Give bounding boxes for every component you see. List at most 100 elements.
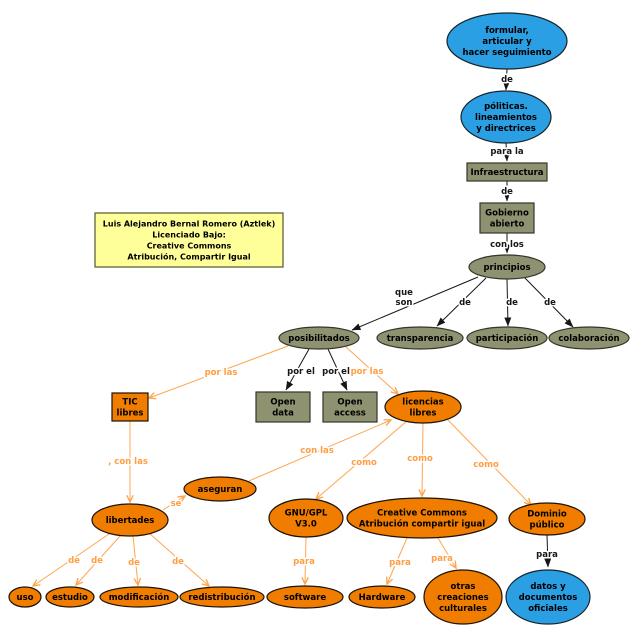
transparencia-shape[interactable] — [376, 326, 464, 350]
edge-line-politicas-to-infraestructura — [503, 142, 511, 162]
estudio-shape[interactable] — [45, 586, 95, 608]
edge-line-licencias-libres-to-dominio-publico — [446, 418, 533, 507]
libertades-label: libertades — [106, 516, 155, 526]
edge-line-principios-to-colaboracion — [523, 276, 574, 328]
edge-label-licencias-libres-to-dominio-publico: como — [473, 460, 499, 470]
formular-shape[interactable] — [446, 12, 568, 70]
software-shape[interactable] — [266, 585, 344, 609]
uso-shape[interactable] — [8, 586, 42, 608]
redistribucion-shape[interactable] — [179, 586, 265, 608]
participacion-label: participación — [476, 333, 539, 344]
gobierno-abierto-shape[interactable] — [479, 202, 535, 234]
edge-line-licencias-libres-to-gnu-gpl — [314, 420, 408, 501]
gnu-gpl-shape[interactable] — [268, 498, 344, 538]
edge-line-libertades-to-aseguran — [162, 495, 187, 511]
edge-label-libertades-to-modificacion: de — [128, 558, 140, 568]
posibilitados-shape[interactable] — [278, 326, 360, 350]
edge-line-creative-commons-to-otras-creaciones — [437, 537, 457, 570]
edge-label-posibilitados-to-open-access: por el — [322, 367, 350, 377]
node-posibilitados[interactable]: posibilitados — [278, 326, 360, 350]
edge-label-aseguran-to-licencias-libres: con las — [300, 446, 334, 456]
principios-label: principios — [483, 263, 530, 273]
open-data-shape[interactable] — [255, 391, 311, 423]
edge-line-principios-to-transparencia — [436, 277, 487, 327]
edge-line-libertades-to-uso — [31, 531, 113, 587]
node-principios[interactable]: principios — [468, 254, 546, 280]
edge-label-dominio-publico-to-datos-documentos: para — [536, 550, 558, 560]
otras-creaciones-shape[interactable] — [423, 569, 503, 625]
node-transparencia[interactable]: transparencia — [376, 326, 464, 350]
node-estudio[interactable]: estudio — [45, 586, 95, 608]
creative-commons-shape[interactable] — [346, 497, 498, 539]
node-libertades[interactable]: libertades — [91, 503, 169, 537]
edge-line-posibilitados-to-tic-libres — [147, 345, 289, 400]
infraestructura-shape[interactable] — [466, 162, 548, 182]
redistribucion-label: redistribución — [188, 592, 255, 603]
node-colaboracion[interactable]: colaboración — [548, 326, 630, 350]
licencias-libres-shape[interactable] — [384, 390, 462, 424]
libertades-shape[interactable] — [91, 503, 169, 537]
edge-label-libertades-to-uso: de — [68, 556, 80, 566]
edge-label-licencias-libres-to-gnu-gpl: como — [351, 458, 377, 468]
edge-line-libertades-to-modificacion — [132, 535, 142, 587]
colaboracion-shape[interactable] — [548, 326, 630, 350]
edge-line-libertades-to-estudio — [74, 534, 122, 587]
edge-line-posibilitados-to-licencias-libres — [345, 346, 400, 396]
estudio-label: estudio — [52, 593, 88, 603]
node-modificacion[interactable]: modificación — [99, 586, 179, 608]
politicas-shape[interactable] — [460, 90, 552, 144]
node-uso[interactable]: uso — [8, 586, 42, 608]
credito-shape[interactable] — [94, 212, 284, 268]
principios-shape[interactable] — [468, 254, 546, 280]
edge-label-infraestructura-to-gobierno-abierto: de — [501, 187, 513, 197]
node-participacion[interactable]: participación — [466, 326, 548, 350]
node-software[interactable]: software — [266, 585, 344, 609]
tic-libres-shape[interactable] — [111, 392, 149, 422]
edge-label-libertades-to-aseguran: se — [171, 499, 182, 509]
open-access-shape[interactable] — [322, 391, 378, 423]
hardware-shape[interactable] — [348, 585, 416, 609]
edge-label-posibilitados-to-tic-libres: por las — [205, 368, 238, 378]
aseguran-shape[interactable] — [183, 476, 257, 502]
edge-line-aseguran-to-licencias-libres — [248, 419, 393, 482]
node-infraestructura[interactable]: Infraestructura — [466, 162, 548, 182]
node-hardware[interactable]: Hardware — [348, 585, 416, 609]
edge-label-principios-to-participacion: de — [506, 298, 518, 308]
node-aseguran[interactable]: aseguran — [183, 476, 257, 502]
edge-label-creative-commons-to-hardware: para — [389, 558, 411, 568]
modificacion-shape[interactable] — [99, 586, 179, 608]
node-redistribucion[interactable]: redistribución — [179, 586, 265, 608]
edge-label-principios-to-colaboracion: de — [544, 298, 556, 308]
edge-label-principios-to-transparencia: de — [459, 298, 471, 308]
participacion-shape[interactable] — [466, 326, 548, 350]
uso-label: uso — [17, 593, 34, 603]
dominio-publico-shape[interactable] — [508, 502, 586, 536]
node-credito[interactable]: Luis Alejandro Bernal Romero (Aztlek)Lic… — [94, 212, 284, 268]
datos-documentos-shape[interactable] — [505, 569, 591, 625]
